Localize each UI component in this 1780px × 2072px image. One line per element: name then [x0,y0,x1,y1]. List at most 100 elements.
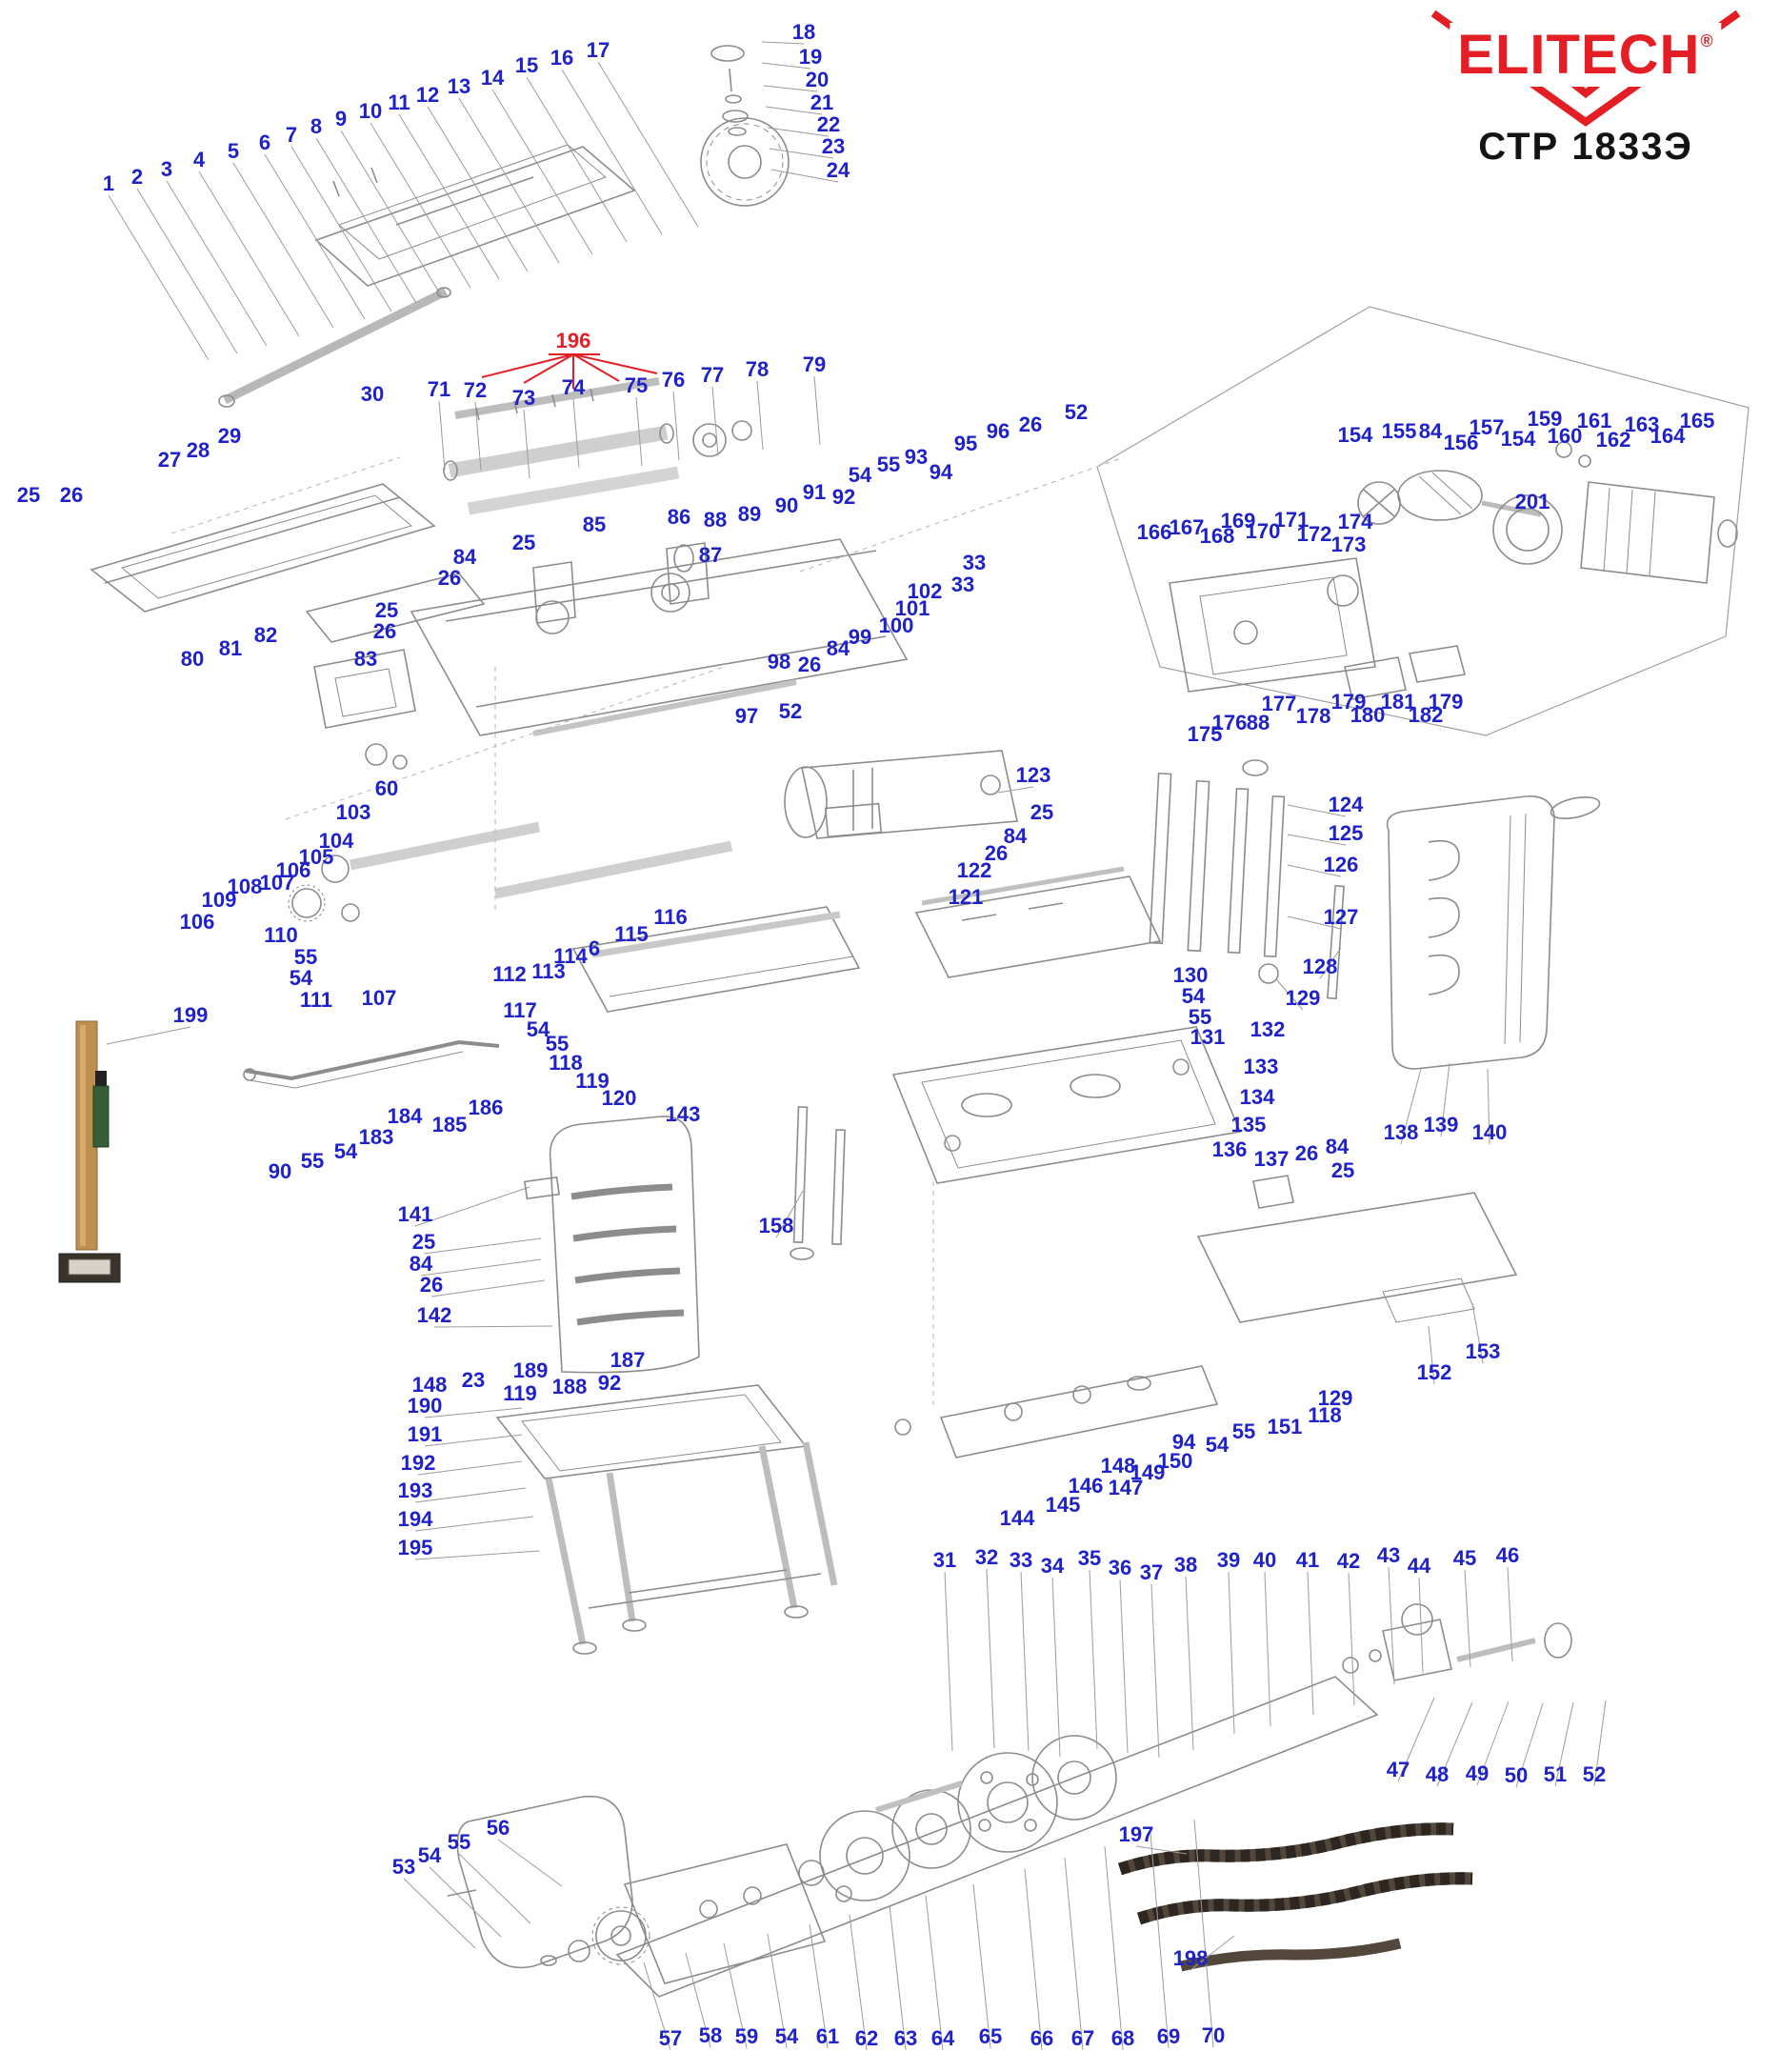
brand-name: ELITECH® [1450,23,1722,87]
part-label-25: 25 [374,598,399,622]
part-label-70: 70 [1201,2023,1226,2047]
part-label-156: 156 [1443,431,1479,454]
part-label-10: 10 [358,99,383,123]
part-label-91: 91 [802,480,827,504]
part-label-175: 175 [1187,722,1223,746]
motor-exploded-inset [1096,306,1750,736]
group-196-fan [481,353,658,389]
part-label-138: 138 [1383,1120,1419,1144]
dial-assembly [700,45,790,207]
part-label-88: 88 [703,508,728,532]
part-label-124: 124 [1328,793,1364,816]
part-label-25: 25 [511,531,536,554]
part-label-180: 180 [1350,703,1386,727]
part-label-92: 92 [597,1371,622,1395]
part-label-102: 102 [907,579,943,603]
part-label-147: 147 [1108,1476,1144,1499]
part-label-100: 100 [878,614,914,637]
part-label-155: 155 [1381,419,1417,443]
part-label-129: 129 [1317,1386,1353,1410]
part-label-68: 68 [1110,2026,1135,2050]
part-label-146: 146 [1068,1474,1104,1498]
part-label-179: 179 [1428,690,1464,714]
part-label-96: 96 [986,419,1010,443]
part-label-71: 71 [427,377,451,401]
part-label-61: 61 [815,2024,840,2048]
guide-columns [1149,759,1345,1000]
brand-logo: ELITECH® СТР 1833Э [1424,10,1748,177]
part-label-176: 176 [1211,711,1248,734]
part-label-158: 158 [758,1214,794,1237]
part-label-186: 186 [468,1096,504,1119]
part-label-94: 94 [1171,1430,1196,1454]
part-label-131: 131 [1190,1025,1226,1049]
part-label-26: 26 [419,1273,444,1297]
part-label-54: 54 [333,1139,358,1163]
part-label-25: 25 [1030,800,1054,824]
part-label-38: 38 [1173,1553,1198,1577]
part-label-54: 54 [1205,1433,1230,1457]
part-label-166: 166 [1136,520,1172,544]
feed-rollers [288,821,733,922]
part-label-4: 4 [192,148,206,171]
part-label-12: 12 [415,83,440,107]
part-label-141: 141 [397,1202,433,1226]
part-label-42: 42 [1336,1549,1361,1573]
part-label-103: 103 [335,800,371,824]
part-label-191: 191 [407,1422,443,1446]
part-label-26: 26 [984,841,1009,865]
part-label-98: 98 [767,650,791,674]
part-label-135: 135 [1230,1113,1267,1137]
part-label-23: 23 [821,134,846,158]
part-label-109: 109 [201,888,237,912]
part-label-114: 114 [553,944,588,968]
part-label-26: 26 [437,566,462,590]
part-label-148: 148 [411,1373,448,1397]
part-label-16: 16 [550,46,574,70]
part-label-84: 84 [1003,824,1028,848]
part-label-118: 118 [1308,1403,1342,1427]
part-label-81: 81 [218,636,243,660]
part-label-122: 122 [956,858,992,882]
part-label-134: 134 [1239,1085,1275,1109]
part-label-107: 107 [259,871,295,895]
part-label-37: 37 [1139,1560,1164,1584]
part-label-22: 22 [816,112,841,136]
part-label-20: 20 [805,68,830,91]
part-label-84: 84 [409,1252,433,1276]
part-label-49: 49 [1465,1761,1490,1785]
part-label-35: 35 [1077,1546,1102,1570]
part-label-33: 33 [962,551,987,574]
part-label-94: 94 [929,460,953,484]
part-label-192: 192 [400,1451,436,1475]
part-label-195: 195 [397,1536,433,1559]
fence-assembly [218,144,636,408]
part-label-17: 17 [586,38,610,62]
part-label-152: 152 [1416,1360,1452,1384]
part-label-87: 87 [698,543,723,567]
part-label-84: 84 [1325,1135,1350,1158]
registered-mark: ® [1700,31,1714,50]
part-label-106: 106 [179,910,215,934]
part-label-8: 8 [310,114,323,138]
part-label-57: 57 [658,2026,683,2050]
part-label-169: 169 [1220,509,1256,533]
part-label-69: 69 [1156,2024,1181,2048]
part-label-74: 74 [561,375,586,399]
part-label-140: 140 [1471,1120,1508,1144]
part-label-172: 172 [1296,522,1332,546]
part-label-3: 3 [160,157,173,181]
part-label-29: 29 [217,424,242,448]
part-label-178: 178 [1295,704,1331,728]
part-label-5: 5 [227,139,240,163]
part-label-143: 143 [665,1102,701,1126]
part-label-39: 39 [1216,1548,1241,1572]
part-label-46: 46 [1495,1543,1520,1567]
part-label-89: 89 [737,502,762,526]
main-body [410,538,909,736]
part-label-52: 52 [1064,400,1089,424]
part-label-201: 201 [1514,490,1550,513]
part-label-48: 48 [1425,1762,1450,1786]
cutter-block [443,377,752,515]
